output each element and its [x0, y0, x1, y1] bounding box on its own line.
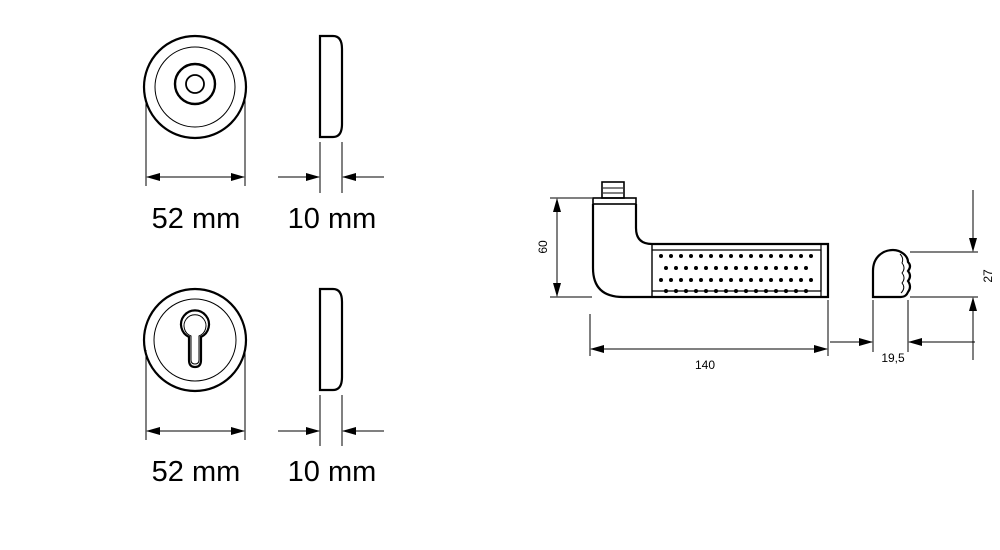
grip-dot [694, 266, 698, 270]
grip-dot [804, 289, 808, 293]
grip-dot [694, 289, 698, 293]
rosette-bottom-side-view [318, 287, 344, 392]
rosette-top-side-view [318, 34, 344, 139]
grip-dot [684, 289, 688, 293]
grip-dot [764, 266, 768, 270]
grip-dot [754, 289, 758, 293]
rosette-bottom-thickness-label: 10 mm [288, 456, 377, 488]
grip-dot [769, 278, 773, 282]
grip-cross-section [871, 248, 912, 299]
rosette-bottom-diameter-label: 52 mm [152, 456, 241, 488]
grip-dot [684, 266, 688, 270]
grip-dot [724, 289, 728, 293]
handle-height-dimension [550, 197, 592, 298]
handle-length-label: 140 [695, 358, 715, 372]
grip-dot [809, 254, 813, 258]
grip-dot [679, 254, 683, 258]
grip-dot [764, 289, 768, 293]
grip-dot [789, 278, 793, 282]
grip-dot [779, 278, 783, 282]
grip-dot [724, 266, 728, 270]
handle-height-label: 60 [536, 240, 550, 254]
grip-dot [784, 266, 788, 270]
handle-length-dimension [589, 300, 829, 356]
grip-dot [669, 254, 673, 258]
grip-dot [704, 266, 708, 270]
grip-dot [709, 278, 713, 282]
grip-dot [699, 254, 703, 258]
grip-dot [729, 278, 733, 282]
grip-dot [689, 254, 693, 258]
grip-dot [739, 254, 743, 258]
grip-dot [759, 278, 763, 282]
grip-dot [729, 254, 733, 258]
grip-dot [774, 289, 778, 293]
grip-dot [664, 266, 668, 270]
rosette-top-front-view [142, 34, 248, 140]
grip-height-label: 27 [981, 269, 995, 283]
grip-dot [714, 289, 718, 293]
grip-width-dimension [830, 300, 975, 352]
grip-dot [754, 266, 758, 270]
grip-dot [714, 266, 718, 270]
grip-dot [769, 254, 773, 258]
rosette-bottom-thickness-dimension [278, 395, 384, 446]
grip-dot [784, 289, 788, 293]
grip-dot [744, 289, 748, 293]
grip-dot [749, 278, 753, 282]
grip-dot [799, 278, 803, 282]
rosette-top-diameter-dimension [145, 100, 246, 186]
grip-dot [679, 278, 683, 282]
grip-height-dimension [910, 190, 978, 360]
grip-dot [659, 254, 663, 258]
rosette-top-thickness-label: 10 mm [288, 203, 377, 235]
grip-dot [704, 289, 708, 293]
grip-dot [734, 289, 738, 293]
rosette-top-thickness-dimension [278, 142, 384, 193]
grip-dot [749, 254, 753, 258]
grip-dot-pattern [659, 254, 813, 293]
keyhole-cylinder-cutout [179, 309, 211, 369]
grip-dot [794, 266, 798, 270]
grip-dot [719, 278, 723, 282]
grip-dot [779, 254, 783, 258]
grip-dot [744, 266, 748, 270]
grip-dot [734, 266, 738, 270]
lever-handle-side-view [591, 181, 830, 299]
grip-dot [799, 254, 803, 258]
grip-dot [709, 254, 713, 258]
grip-dot [669, 278, 673, 282]
grip-dot [659, 278, 663, 282]
rosette-bottom-front-view [142, 287, 248, 393]
grip-dot [689, 278, 693, 282]
grip-dot [664, 289, 668, 293]
grip-dot [699, 278, 703, 282]
grip-dot [809, 278, 813, 282]
rosette-bottom-diameter-dimension [145, 350, 246, 440]
grip-dot [804, 266, 808, 270]
grip-dot [674, 266, 678, 270]
grip-dot [759, 254, 763, 258]
grip-dot [794, 289, 798, 293]
grip-width-label: 19,5 [881, 351, 905, 365]
grip-dot [719, 254, 723, 258]
grip-dot [774, 266, 778, 270]
grip-dot [789, 254, 793, 258]
rosette-top-diameter-label: 52 mm [152, 203, 241, 235]
grip-dot [674, 289, 678, 293]
grip-dot [739, 278, 743, 282]
